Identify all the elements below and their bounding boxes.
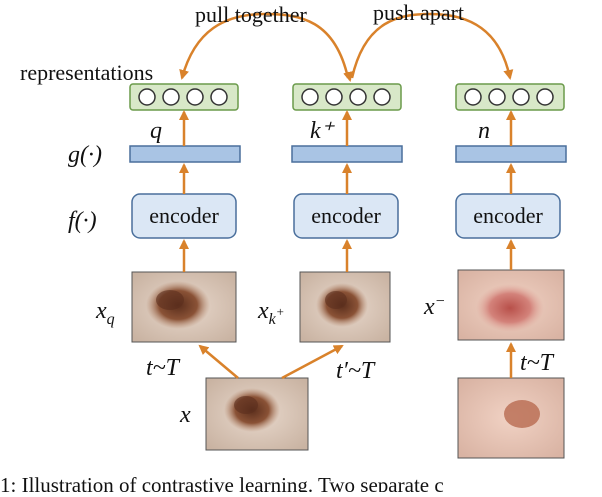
encoder-label-q: encoder: [149, 203, 219, 228]
g-label: g(·): [68, 142, 102, 168]
n-label: n: [478, 118, 490, 144]
image-x: [205, 377, 309, 451]
image-xq: [131, 271, 237, 343]
rep-vector-n: [455, 83, 565, 111]
image-x-minus: [457, 269, 565, 341]
x-k-plus-label: xk+: [257, 298, 285, 328]
projection-head-q: [129, 145, 241, 163]
rep-vector-k: [292, 83, 402, 111]
image-xk: [299, 271, 391, 343]
encoder-label-k: encoder: [311, 203, 381, 228]
projection-head-n: [455, 145, 567, 163]
rep-vector-q: [129, 83, 239, 111]
f-label: f(·): [68, 208, 97, 234]
representations-label: representations: [20, 60, 153, 85]
pull-arrow-left: [179, 12, 350, 80]
x-label: x: [179, 402, 191, 428]
push-arrow-right: [350, 12, 514, 80]
push-apart-label: push apart: [373, 0, 464, 25]
encoder-box-n: [455, 193, 561, 239]
figure-caption: 1: Illustration of contrastive learning.…: [0, 473, 444, 492]
t-label-right: t~T: [520, 350, 555, 376]
image-x-minus-original: [457, 377, 565, 459]
q-label: q: [150, 118, 162, 144]
t-label-left: t~T: [146, 355, 181, 381]
x-minus-label: x−: [423, 293, 445, 320]
x-q-label: xq: [95, 298, 115, 328]
t-prime-label: t′~T: [336, 358, 376, 384]
pull-together-label: pull together: [195, 2, 307, 27]
encoder-label-n: encoder: [473, 203, 543, 228]
projection-head-k: [291, 145, 403, 163]
k-plus-label: k⁺: [310, 118, 336, 144]
